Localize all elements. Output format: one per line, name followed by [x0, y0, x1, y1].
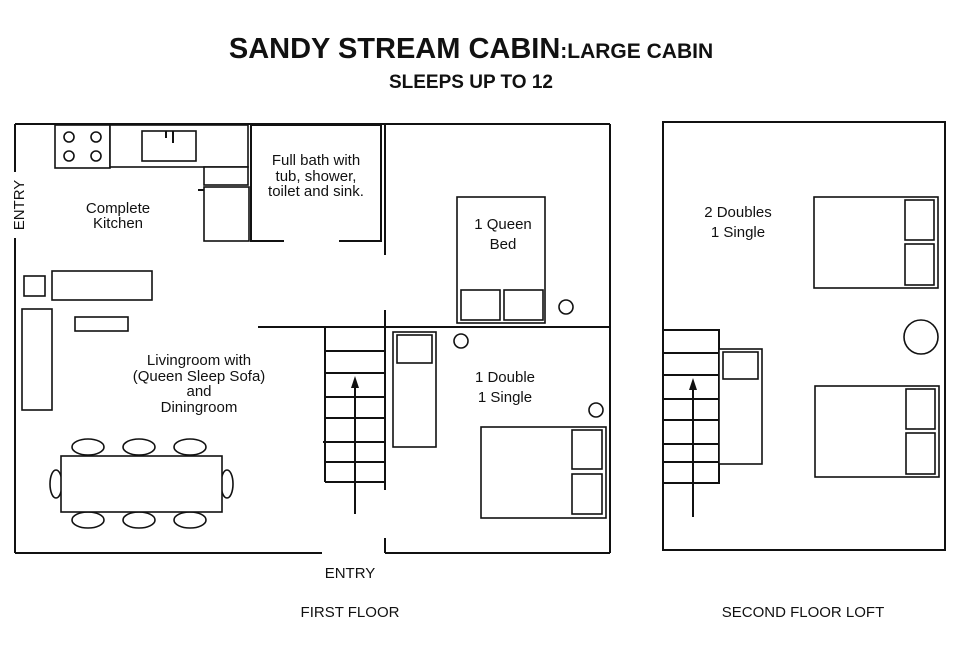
pillow: [571, 473, 603, 515]
bedroom-queen: 1 Queen Bed: [456, 196, 574, 324]
pillow: [722, 351, 759, 380]
chair: [173, 438, 207, 456]
pillow: [904, 199, 935, 241]
second-floor-caption: SECOND FLOOR LOFT: [722, 604, 885, 621]
fridge: [203, 186, 250, 242]
nightstand: [903, 319, 939, 355]
bathroom: Full bath with tub, shower, toilet and s…: [250, 124, 382, 242]
burner: [90, 131, 102, 143]
stove: [54, 124, 111, 169]
coffee-table: [74, 316, 129, 332]
nightstand: [558, 299, 574, 315]
arrow-head-icon: [351, 376, 359, 388]
nightstand: [588, 402, 604, 418]
pillow: [905, 388, 936, 430]
living-label-4: Diningroom: [161, 399, 238, 416]
bedroom1-label-2: Bed: [490, 236, 517, 253]
living-dining: Livingroom with (Queen Sleep Sofa) and D…: [21, 270, 266, 529]
bedroom-double-single: 1 Double 1 Single: [392, 331, 607, 519]
bath-label-1: Full bath with: [272, 152, 360, 169]
pillow: [571, 429, 603, 470]
plan-title: SANDY STREAM CABIN:LARGE CABIN: [229, 33, 713, 65]
living-label-3: and: [186, 383, 211, 400]
nightstand: [453, 333, 469, 349]
chair: [122, 511, 156, 529]
chair: [71, 511, 105, 529]
end-table: [23, 275, 46, 297]
bedroom2-label-1: 1 Double: [475, 369, 535, 386]
chair: [71, 438, 105, 456]
kitchen-label-1: Complete: [86, 200, 150, 217]
loft-walls: [662, 121, 946, 551]
bath-label-3: toilet and sink.: [268, 183, 364, 200]
burner: [63, 131, 75, 143]
pillow: [460, 289, 501, 321]
dining-table: [60, 455, 223, 513]
chair: [173, 511, 207, 529]
kitchen-label-2: Kitchen: [93, 215, 143, 232]
pillow: [503, 289, 544, 321]
sink: [141, 130, 197, 162]
pillow: [904, 243, 935, 286]
loft-label-1: 2 Doubles: [704, 204, 772, 221]
loft-stairs: [663, 329, 720, 517]
dishwasher: [203, 166, 249, 186]
kitchen: Complete Kitchen: [54, 124, 250, 242]
interior-walls: [258, 124, 610, 553]
plan-subtitle: SLEEPS UP TO 12: [389, 72, 553, 93]
chair: [122, 438, 156, 456]
bedroom2-label-2: 1 Single: [478, 389, 532, 406]
living-label-1: Livingroom with: [147, 352, 251, 369]
tv-stand: [21, 308, 53, 411]
burner: [90, 150, 102, 162]
side-entry-label: ENTRY: [11, 180, 28, 231]
sofa: [51, 270, 153, 301]
first-floor: ENTRY Complete Kitchen Full bath with tu…: [11, 123, 611, 621]
arrow-head-icon: [689, 378, 697, 390]
living-label-2: (Queen Sleep Sofa): [133, 368, 266, 385]
pillow: [396, 334, 433, 364]
pillow: [905, 432, 936, 475]
first-floor-caption: FIRST FLOOR: [301, 604, 400, 621]
second-floor-loft: 2 Doubles 1 Single SECOND FLOOR LOFT: [662, 121, 946, 621]
bedroom1-label-1: 1 Queen: [474, 216, 532, 233]
bottom-entry-label: ENTRY: [325, 565, 376, 582]
burner: [63, 150, 75, 162]
stairs: [323, 328, 385, 514]
bath-label-2: tub, shower,: [276, 168, 357, 185]
loft-label-2: 1 Single: [711, 224, 765, 241]
